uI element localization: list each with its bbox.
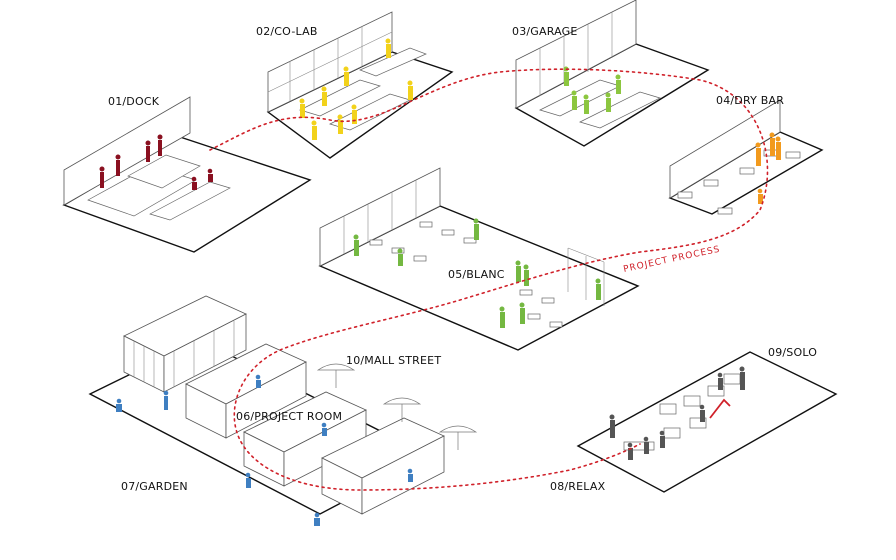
label-colab: 02/CO-LAB [256, 25, 318, 38]
zone-colab [266, 11, 454, 159]
solo-stair-accent [709, 398, 731, 419]
drybar-people [755, 132, 781, 204]
label-relax: 08/RELAX [550, 480, 606, 493]
blanc-people [353, 218, 601, 328]
zone-drybar [668, 99, 824, 215]
zone-dock [62, 96, 312, 253]
solo-relax-floor [576, 351, 838, 493]
blanc-wall-grid [343, 180, 417, 254]
zone-solo-relax [576, 351, 838, 493]
label-drybar: 04/DRY BAR [716, 94, 784, 107]
dock-furniture [87, 154, 231, 221]
colab-people [299, 38, 413, 140]
dock-people [99, 134, 213, 190]
label-project-process: PROJECT PROCESS [623, 245, 722, 275]
label-garage: 03/GARAGE [512, 25, 578, 38]
zone-garage [514, 0, 710, 147]
garage-back-wall [515, 0, 637, 109]
colab-tables [299, 47, 427, 131]
label-project-room: 06/PROJECT ROOM [236, 410, 342, 423]
label-dock: 01/DOCK [108, 95, 160, 108]
solo-boxes [623, 373, 741, 451]
project-process-path [209, 68, 769, 491]
mall-street-umbrellas [316, 363, 478, 450]
garage-benches [539, 79, 661, 129]
colab-wall-grid [267, 26, 393, 101]
zone-blanc [318, 167, 640, 351]
garage-wall-grid [539, 12, 613, 96]
project-room-people [116, 374, 413, 526]
label-solo: 09/SOLO [768, 346, 817, 359]
project-room-boxes [123, 295, 445, 515]
drybar-back-wall [669, 99, 781, 199]
blanc-back-wall [319, 167, 441, 267]
blanc-tables [369, 221, 563, 328]
solo-relax-people [609, 366, 745, 460]
zone-project-area [88, 295, 478, 526]
label-garden: 07/GARDEN [121, 480, 188, 493]
project-room-slats [133, 321, 235, 387]
label-blanc: 05/BLANC [448, 268, 505, 281]
label-mall-street: 10/MALL STREET [346, 354, 441, 367]
garage-people [563, 66, 621, 114]
